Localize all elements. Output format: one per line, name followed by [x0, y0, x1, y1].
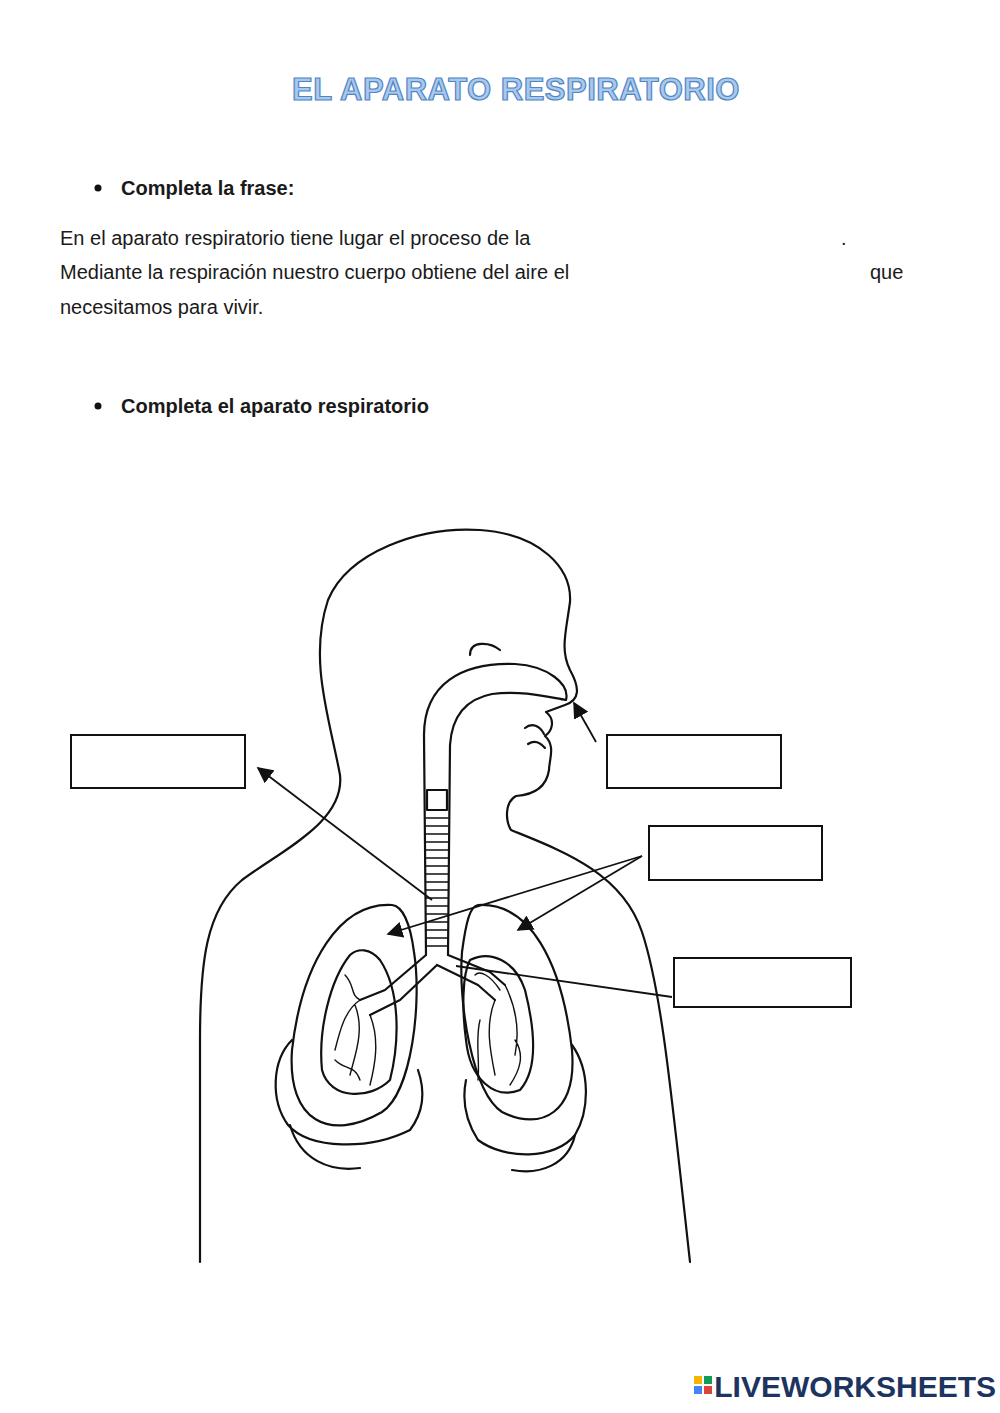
mouth: [525, 725, 545, 748]
answer-box: [674, 958, 851, 1007]
instruction: Completa el aparato respiratorio: [121, 394, 429, 418]
lung-branches: [335, 973, 520, 1085]
body-outline: [320, 530, 690, 1262]
bullet: [95, 403, 102, 410]
lower-lobe: [290, 1125, 575, 1171]
bullet: [95, 185, 102, 192]
nasal-cavity: [424, 664, 566, 745]
lower-lobe: [464, 1045, 586, 1154]
logo-icon: [694, 1376, 712, 1394]
leader-arrow: [258, 768, 432, 900]
leader-arrow: [388, 856, 642, 934]
answer-box: [649, 826, 822, 880]
right-lung: [461, 905, 572, 1120]
trachea-rings: [426, 818, 448, 946]
sentence-text: .: [841, 226, 847, 250]
watermark: LIVEWORKSHEETS: [714, 1369, 996, 1405]
sentence-text: En el aparato respiratorio tiene lugar e…: [60, 226, 530, 250]
lung-tissue: [463, 956, 533, 1092]
sentence-text: necesitamos para vivir.: [60, 295, 263, 319]
larynx: [427, 790, 447, 810]
instruction: Completa la frase:: [121, 176, 294, 200]
leader-arrow: [574, 703, 596, 742]
page-title: EL APARATO RESPIRATORIO: [292, 71, 740, 108]
body-outline: [200, 775, 340, 1262]
sentence-text: Mediante la respiración nuestro cuerpo o…: [60, 260, 569, 284]
answer-box: [71, 735, 245, 788]
lower-lobe: [276, 1040, 423, 1144]
left-lung: [292, 905, 417, 1126]
leader-line: [456, 966, 672, 997]
sentence-text: que: [870, 260, 903, 284]
leader-arrow: [518, 856, 642, 930]
answer-box: [607, 735, 781, 788]
nasal-cavity: [470, 644, 500, 655]
